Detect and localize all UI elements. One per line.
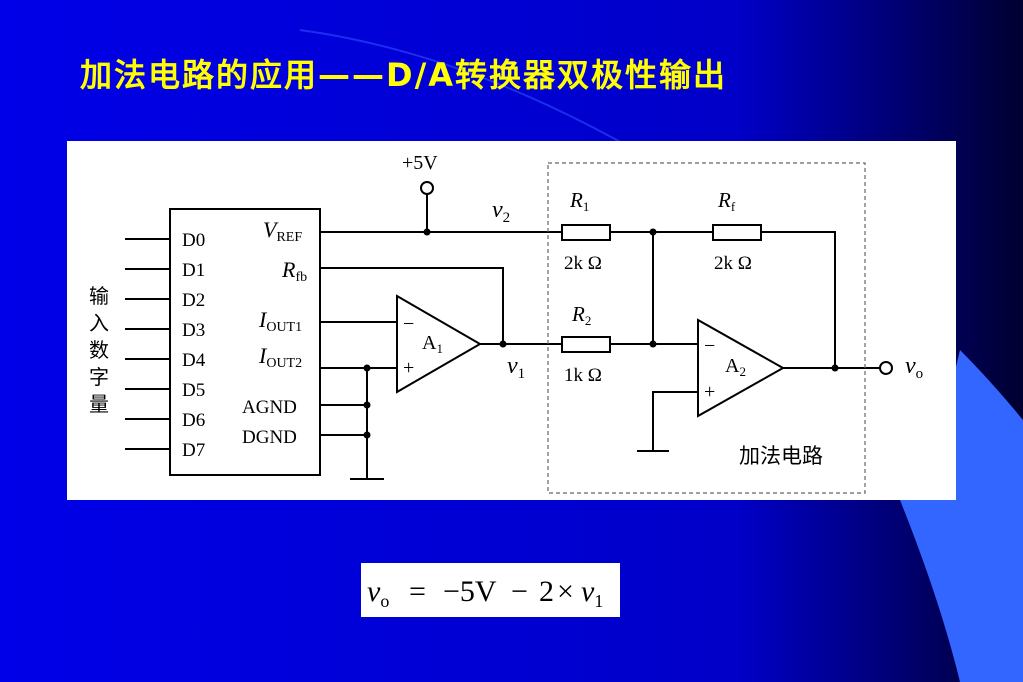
node-v1-label: v1 xyxy=(507,353,525,382)
opamp-a2-label: A2 xyxy=(725,355,746,379)
formula-rhs: v1 xyxy=(581,575,603,611)
resistor-rf-label: Rf xyxy=(717,188,736,214)
circuit-diagram: 输 入 数 字 量 D0 D1 D2 D3 D4 D5 D6 D7 VREF R… xyxy=(67,141,956,500)
data-pin-labels: D0 D1 D2 D3 D4 D5 D6 D7 xyxy=(182,230,206,461)
pin-dgnd: DGND xyxy=(242,427,297,448)
opamp-a1-minus: − xyxy=(403,313,414,335)
opamp-a1 xyxy=(396,294,482,394)
opamp-a1-label: A1 xyxy=(422,332,443,356)
opamp-a1-plus: + xyxy=(403,357,414,379)
input-label-char-3: 数 xyxy=(89,339,109,362)
node-vo-label: vo xyxy=(905,353,923,382)
junction-dots xyxy=(363,228,839,439)
formula-term1: −5V xyxy=(443,575,497,608)
resistor-rf-value: 2k Ω xyxy=(714,253,752,274)
circuit-wires xyxy=(320,194,880,480)
dac-chip xyxy=(169,208,321,476)
resistor-r1-label: R1 xyxy=(569,188,589,214)
opamp-a2-minus: − xyxy=(704,335,715,357)
resistor-r2-label: R2 xyxy=(571,302,591,328)
pin-rfb: Rfb xyxy=(281,257,307,285)
pin-d7: D7 xyxy=(182,440,205,461)
formula-minus: − xyxy=(511,575,528,608)
formula: vo = −5V − 2 × v1 xyxy=(367,575,603,611)
resistor-r2 xyxy=(561,336,611,353)
resistor-r1 xyxy=(561,224,611,241)
supply-terminal xyxy=(420,181,434,195)
pin-d6: D6 xyxy=(182,410,205,431)
pin-d1: D1 xyxy=(182,260,205,281)
resistor-rf xyxy=(712,224,762,241)
pin-iout2: IOUT2 xyxy=(258,343,302,371)
input-label: 输 入 数 字 量 xyxy=(89,285,109,416)
data-input-lines xyxy=(125,238,170,450)
output-terminal xyxy=(879,361,893,375)
formula-box: vo = −5V − 2 × v1 xyxy=(361,563,620,617)
formula-equals: = xyxy=(409,575,426,608)
resistor-r2-value: 1k Ω xyxy=(564,365,602,386)
input-label-char-5: 量 xyxy=(89,394,109,416)
adder-box xyxy=(547,162,866,494)
resistor-r1-value: 2k Ω xyxy=(564,253,602,274)
pin-agnd: AGND xyxy=(242,397,297,418)
adder-label: 加法电路 xyxy=(739,444,823,468)
pin-d0: D0 xyxy=(182,230,205,251)
supply-label: +5V xyxy=(402,152,438,174)
input-label-char-1: 输 xyxy=(89,285,109,308)
diagram-panel xyxy=(67,141,956,500)
pin-d3: D3 xyxy=(182,320,205,341)
pin-iout1: IOUT1 xyxy=(258,307,302,335)
pin-d2: D2 xyxy=(182,290,205,311)
formula-coef: 2 xyxy=(539,575,554,608)
node-v2-label: v2 xyxy=(492,197,510,226)
opamp-a2-plus: + xyxy=(704,381,715,403)
pin-d5: D5 xyxy=(182,380,205,401)
input-label-char-4: 字 xyxy=(89,366,109,389)
page-title: 加法电路的应用——D/A转换器双极性输出 xyxy=(80,56,728,94)
pin-vref: VREF xyxy=(263,217,302,245)
formula-times: × xyxy=(557,575,574,608)
formula-lhs: vo xyxy=(367,575,389,611)
opamp-a2 xyxy=(697,318,786,418)
pin-d4: D4 xyxy=(182,350,206,371)
accent-stripe xyxy=(900,350,1023,682)
input-label-char-2: 入 xyxy=(89,313,109,335)
